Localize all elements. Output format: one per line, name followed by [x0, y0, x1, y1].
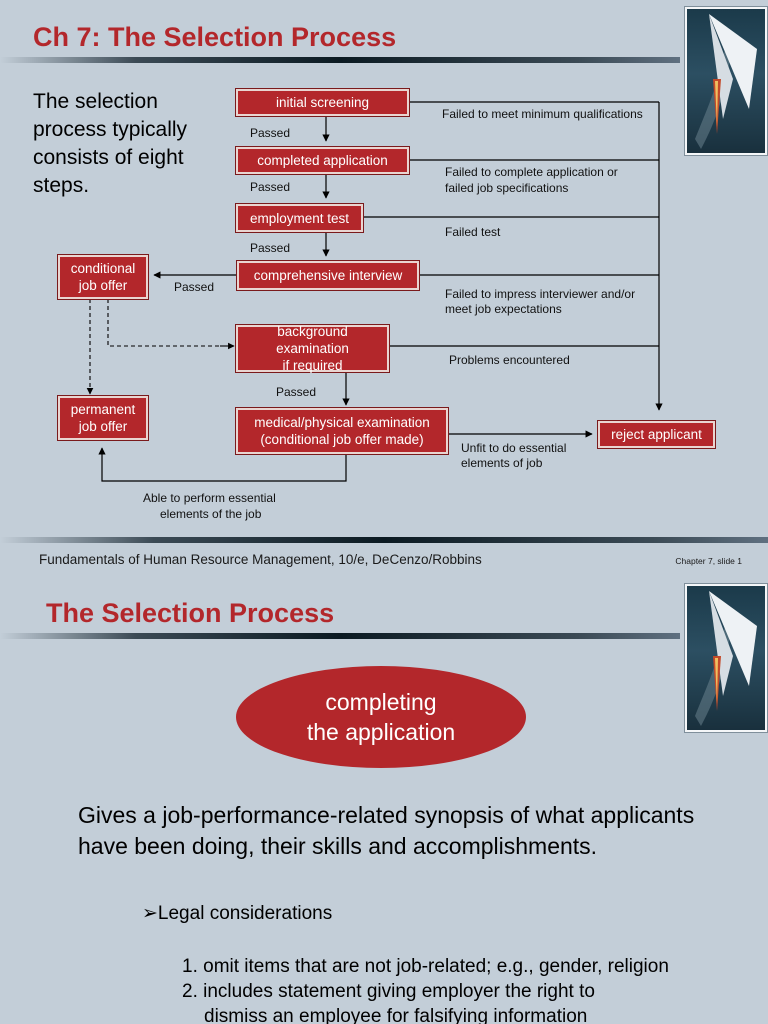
- bullet-legal: ➢Legal considerations: [142, 903, 333, 924]
- oval-line1: completing: [325, 689, 437, 715]
- label-able-2: elements of the job: [160, 507, 262, 521]
- box-medical-line2: (conditional job offer made): [260, 432, 424, 447]
- box-permanent-line2: job offer: [78, 419, 128, 434]
- sailboat-icon-2: [695, 591, 757, 726]
- oval-line2: the application: [306, 719, 456, 745]
- footer-text: Fundamentals of Human Resource Managemen…: [39, 552, 482, 567]
- box-conditional-job-offer: conditional job offer: [58, 255, 148, 299]
- box-reject-applicant: reject applicant: [598, 421, 715, 448]
- slide-2: The Selection Process completing the app…: [0, 574, 768, 1024]
- box-initial-screening: initial screening: [236, 89, 409, 116]
- box-conditional-line1: conditional: [70, 261, 136, 276]
- slide-title: Ch 7: The Selection Process: [33, 22, 397, 52]
- sailboat-image: [685, 7, 767, 155]
- box-medical-line1: medical/physical examination: [254, 415, 430, 430]
- label-fail-minimum: Failed to meet minimum qualifications: [442, 107, 643, 121]
- label-passed-3: Passed: [250, 241, 291, 255]
- box-medical-examination: medical/physical examination (conditiona…: [236, 408, 448, 454]
- list-item-1: 1. omit items that are not job-related; …: [182, 956, 669, 977]
- label-passed-4: Passed: [174, 280, 215, 294]
- box-conditional-line2: job offer: [78, 278, 128, 293]
- label-fail-application-2: failed job specifications: [445, 181, 569, 195]
- label-passed-5: Passed: [276, 385, 317, 399]
- step-oval: completing the application: [236, 666, 526, 768]
- label-unfit-1: Unfit to do essential: [461, 441, 567, 455]
- title-rule: [0, 57, 680, 63]
- bottom-rule: [0, 537, 768, 543]
- label-fail-test: Failed test: [445, 225, 501, 239]
- slide-1: Ch 7: The Selection Process The selectio…: [0, 7, 768, 543]
- box-background-line1: background examination: [276, 324, 349, 356]
- sailboat-icon: [695, 14, 757, 149]
- slide2-title: The Selection Process: [46, 598, 335, 628]
- sailboat-image-2: [685, 584, 767, 732]
- label-fail-interview-2: meet job expectations: [445, 302, 562, 316]
- box-permanent-line1: permanent: [70, 402, 136, 417]
- box-background-examination: background examination if required: [236, 324, 389, 373]
- list-item-2-cont: dismiss an employee for falsifying infor…: [204, 1006, 588, 1024]
- box-background-line2: if required: [282, 358, 343, 373]
- label-able-1: Able to perform essential: [143, 491, 276, 505]
- label-passed-2: Passed: [250, 180, 291, 194]
- description-paragraph: Gives a job-performance-related synopsis…: [78, 802, 695, 859]
- box-permanent-job-offer: permanent job offer: [58, 396, 148, 440]
- label-problems: Problems encountered: [449, 353, 570, 367]
- box-comprehensive-interview: comprehensive interview: [237, 261, 419, 290]
- slide2-title-rule: [0, 633, 680, 639]
- list-item-2: 2. includes statement giving employer th…: [182, 981, 595, 1002]
- slide-footer: Fundamentals of Human Resource Managemen…: [0, 548, 768, 574]
- slide-number: Chapter 7, slide 1: [675, 556, 742, 566]
- label-fail-interview-1: Failed to impress interviewer and/or: [445, 287, 636, 301]
- box-completed-application: completed application: [236, 147, 409, 174]
- label-passed-1: Passed: [250, 126, 291, 140]
- label-unfit-2: elements of job: [461, 456, 543, 470]
- label-fail-application-1: Failed to complete application or: [445, 165, 618, 179]
- box-employment-test: employment test: [236, 204, 363, 232]
- flowchart-connectors: [86, 101, 663, 482]
- intro-text: The selection process typically consists…: [33, 90, 188, 197]
